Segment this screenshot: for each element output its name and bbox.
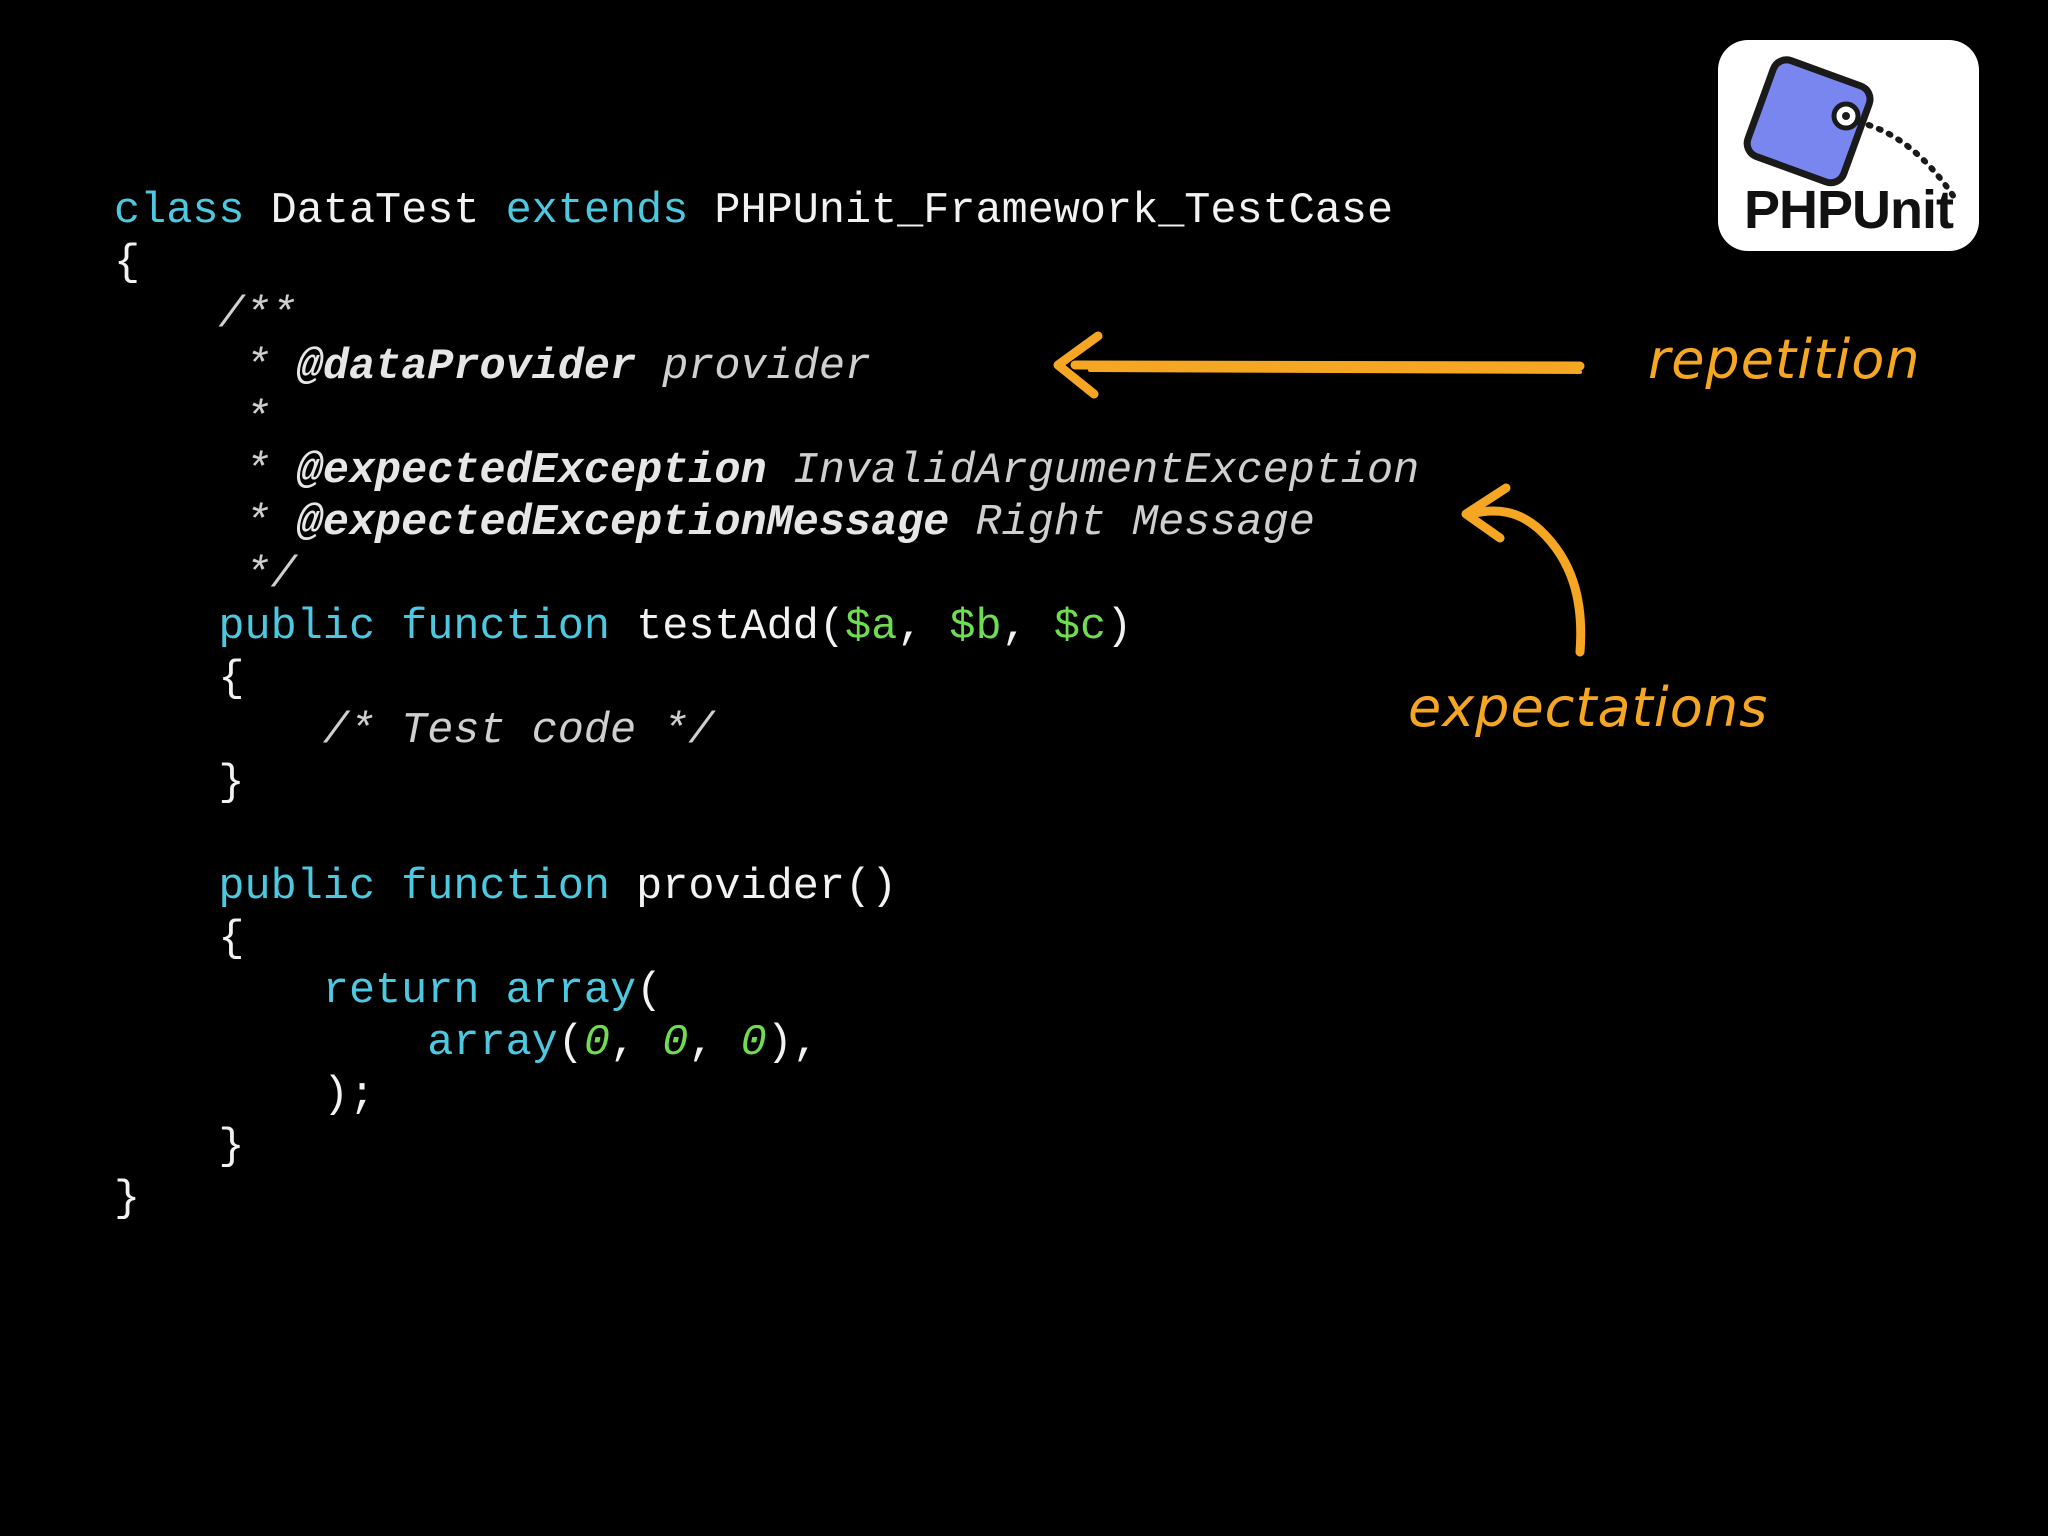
code-token-kw: class [114, 187, 245, 236]
code-line: public function testAdd($a, $b, $c) [114, 602, 1419, 654]
code-token-kw: array [427, 1019, 558, 1068]
code-token-cm: * [114, 343, 297, 392]
code-line: } [114, 1174, 1419, 1226]
code-token-cm: * [114, 499, 297, 548]
code-token-plain: provider() [610, 863, 898, 912]
code-token-kw: function [401, 863, 611, 912]
code-token-cm: InvalidArgumentException [766, 447, 1420, 496]
code-line: * [114, 394, 1419, 446]
phpunit-logo: PHPUnit [1718, 40, 1979, 251]
code-token-plain: ), [766, 1019, 819, 1068]
code-line: class DataTest extends PHPUnit_Framework… [114, 186, 1419, 238]
expectations-arrow [1461, 483, 1586, 657]
code-token-plain: ( [557, 1019, 584, 1068]
code-token-tag: @expectedExceptionMessage [296, 499, 950, 548]
code-token-kw: public [218, 603, 376, 652]
code-token-plain: DataTest [244, 187, 506, 236]
code-token-num: 0 [583, 1019, 611, 1068]
code-token-plain: { [114, 655, 245, 704]
code-token-plain: , [610, 1019, 663, 1068]
code-token-plain: { [114, 915, 245, 964]
code-token-kw: array [505, 967, 637, 1016]
repetition-arrow [1053, 331, 1585, 399]
code-line: { [114, 654, 1419, 706]
code-token-kw: public [218, 863, 376, 912]
annotation-expectations: expectations [1408, 676, 1769, 739]
code-token-kw: extends [505, 187, 689, 236]
code-line: public function provider() [114, 862, 1419, 914]
code-line: { [114, 238, 1419, 290]
code-token-var: $c [1053, 603, 1107, 652]
code-token-cm: provider [636, 343, 872, 392]
annotation-repetition: repetition [1648, 328, 1921, 391]
code-line: /* Test code */ [114, 706, 1419, 758]
code-token-tag: @dataProvider [296, 343, 637, 392]
code-token-cm: /** [114, 291, 297, 340]
code-token-plain: , [897, 603, 950, 652]
code-token-var: $b [949, 603, 1002, 652]
code-block: class DataTest extends PHPUnit_Framework… [114, 186, 1419, 1226]
code-line: /** [114, 290, 1419, 342]
code-token-kw: function [401, 603, 611, 652]
phpunit-logo-icon [1743, 56, 1959, 203]
code-line: * @expectedException InvalidArgumentExce… [114, 446, 1420, 498]
code-token-cm: * [114, 395, 271, 444]
code-token-num: 0 [740, 1019, 767, 1068]
code-line: ); [114, 1070, 1419, 1122]
code-line: return array( [114, 966, 1419, 1018]
code-line: * @dataProvider provider [114, 342, 1419, 394]
code-line: array(0, 0, 0), [114, 1018, 1419, 1070]
code-token-plain: , [688, 1019, 741, 1068]
code-token-cm: /* Test code */ [114, 707, 715, 756]
code-token-var: $a [844, 603, 898, 652]
code-line: { [114, 914, 1419, 966]
logo-text: PHPUnit [1744, 180, 1954, 240]
code-token-num: 0 [662, 1019, 689, 1068]
code-token-plain: ); [114, 1071, 376, 1120]
code-token-plain: testAdd( [610, 603, 845, 652]
code-line: } [114, 1122, 1419, 1174]
code-token-kw: return [322, 967, 480, 1016]
code-line: */ [114, 550, 1419, 602]
code-token-plain: ( [636, 967, 663, 1016]
code-line: * @expectedExceptionMessage Right Messag… [114, 498, 1419, 550]
code-token-tag: @expectedException [296, 447, 767, 496]
code-token-cm: * [114, 447, 297, 496]
code-token-plain: { [114, 239, 141, 288]
code-token-cm: Right Message [949, 499, 1315, 548]
code-token-cm: */ [114, 551, 297, 600]
code-token-plain: } [114, 1123, 245, 1172]
code-token-plain: } [114, 759, 245, 808]
code-token-plain: , [1001, 603, 1054, 652]
code-token-plain: ) [1106, 603, 1133, 652]
code-token-plain: } [114, 1175, 141, 1224]
code-token-plain: PHPUnit_Framework_TestCase [688, 187, 1394, 236]
code-line: } [114, 758, 1419, 810]
